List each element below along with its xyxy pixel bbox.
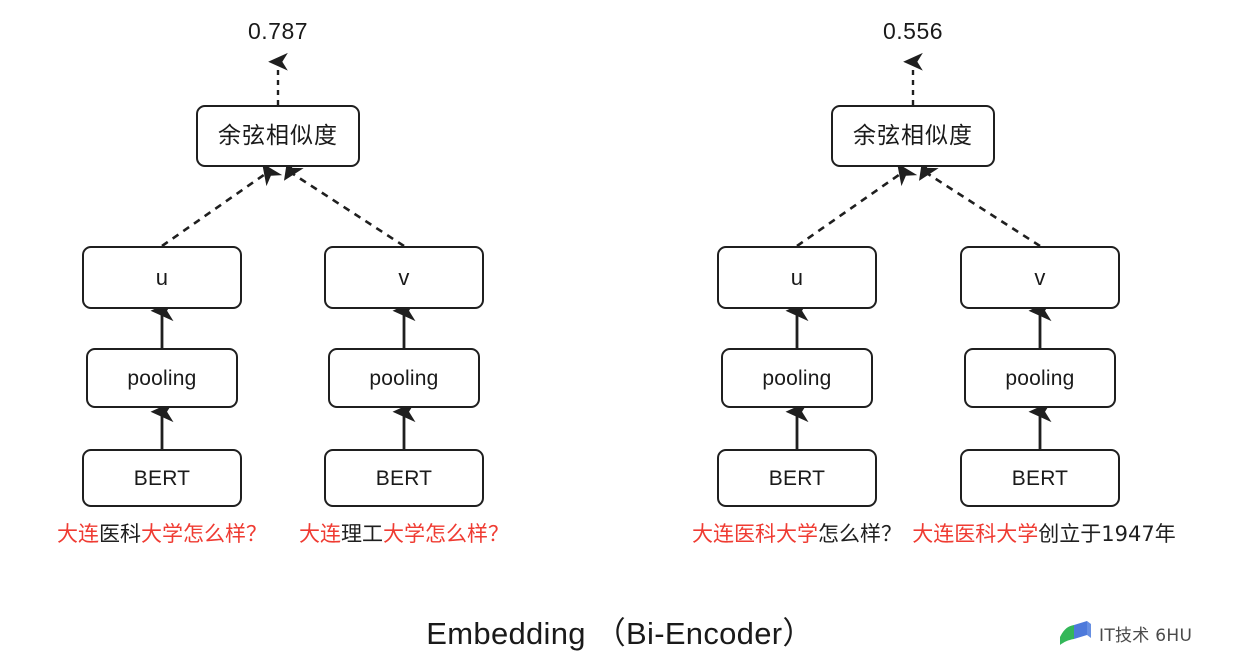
sentence-segment-0: 大连 xyxy=(57,522,99,546)
sentence-segment-0: 大连医科大学 xyxy=(692,522,818,546)
watermark-label: IT技术 6HU xyxy=(1099,625,1193,646)
cosine-similarity-box-left[interactable]: 余弦相似度 xyxy=(196,105,360,167)
bert-box-u-left[interactable]: BERT xyxy=(82,449,242,507)
pooling-box-v-right[interactable]: pooling xyxy=(964,348,1116,408)
vector-box-u-left[interactable]: u xyxy=(82,246,242,309)
sentence-v-right: 大连医科大学创立于1947年 xyxy=(888,524,1200,545)
sentence-segment-2: 大学怎么样？ xyxy=(383,522,509,546)
sentence-segment-1: 医科 xyxy=(99,522,141,546)
arrow-v-to-cosine-right xyxy=(919,157,1041,248)
watermark: IT技术 6HU xyxy=(1058,620,1192,646)
diagram-caption: Embedding （Bi-Encoder） xyxy=(426,616,814,651)
sentence-segment-2: 大学怎么样？ xyxy=(141,522,267,546)
sentence-segment-1: 创立于1947年 xyxy=(1038,522,1176,546)
score-right: 0.556 xyxy=(882,18,944,44)
arrow-v-to-cosine-left xyxy=(283,157,405,248)
flag-logo-icon xyxy=(1058,620,1092,646)
sentence-u-right: 大连医科大学怎么样？ xyxy=(647,524,947,545)
score-left: 0.787 xyxy=(247,18,309,44)
sentence-segment-1: 怎么样？ xyxy=(818,522,902,546)
sentence-u-left: 大连医科大学怎么样？ xyxy=(12,524,312,545)
sentence-segment-0: 大连 xyxy=(299,522,341,546)
arrow-u-to-cosine-left xyxy=(161,163,283,248)
pooling-box-u-right[interactable]: pooling xyxy=(721,348,873,408)
bert-box-u-right[interactable]: BERT xyxy=(717,449,877,507)
pooling-box-u-left[interactable]: pooling xyxy=(86,348,238,408)
vector-box-v-left[interactable]: v xyxy=(324,246,484,309)
sentence-segment-1: 理工 xyxy=(341,522,383,546)
bert-box-v-left[interactable]: BERT xyxy=(324,449,484,507)
vector-box-v-right[interactable]: v xyxy=(960,246,1120,309)
sentence-segment-0: 大连医科大学 xyxy=(912,522,1039,546)
vector-box-u-right[interactable]: u xyxy=(717,246,877,309)
sentence-v-left: 大连理工大学怎么样？ xyxy=(254,524,554,545)
pooling-box-v-left[interactable]: pooling xyxy=(328,348,480,408)
arrow-u-to-cosine-right xyxy=(796,163,918,248)
cosine-similarity-box-right[interactable]: 余弦相似度 xyxy=(831,105,995,167)
bert-box-v-right[interactable]: BERT xyxy=(960,449,1120,507)
